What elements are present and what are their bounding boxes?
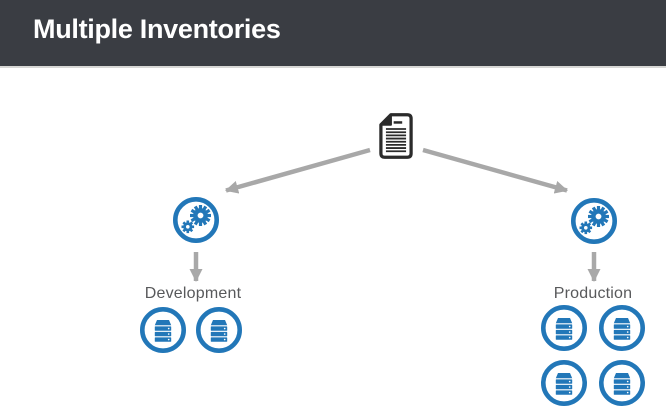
server-icon-development-2: [195, 306, 243, 354]
gears-icon-production: [570, 197, 618, 245]
server-icon-production-4: [598, 359, 646, 407]
server-icon-production-2: [598, 304, 646, 352]
arrow-inventory-to-development-gears: [225, 147, 371, 194]
arrow-inventory-to-production-gears: [422, 147, 568, 194]
server-icon-production-3: [540, 359, 588, 407]
gears-icon-development: [172, 196, 220, 244]
document-icon: [379, 113, 413, 159]
production-label: Production: [553, 285, 633, 302]
server-icon-production-1: [540, 304, 588, 352]
slide-title: Multiple Inventories: [33, 13, 281, 44]
diagram-canvas: Development Production: [0, 70, 666, 417]
slide-header: Multiple Inventories: [0, 0, 666, 68]
development-label: Development: [144, 285, 242, 302]
server-icon-development-1: [139, 306, 187, 354]
inventory-file-icon: [372, 112, 420, 174]
